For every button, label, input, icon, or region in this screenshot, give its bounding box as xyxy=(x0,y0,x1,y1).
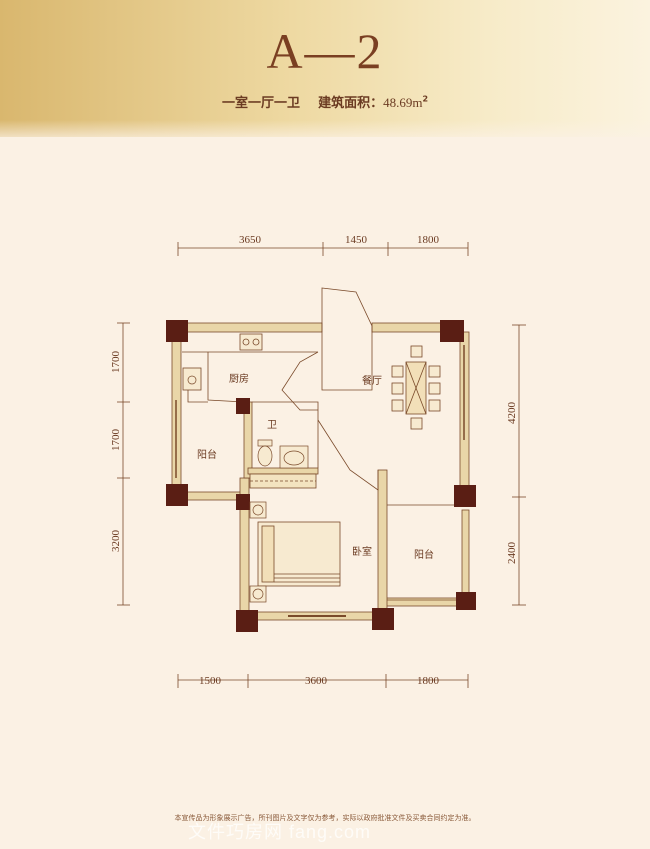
sink-icon xyxy=(182,367,202,391)
layout-label: 一室一厅一卫 xyxy=(221,96,300,111)
room-bathroom: 卫 xyxy=(267,420,277,431)
room-bedroom: 卧室 xyxy=(352,545,372,558)
stove-icon xyxy=(239,333,263,351)
dim-left-1: 1700 xyxy=(110,351,122,374)
room-balcony-right: 阳台 xyxy=(414,548,434,561)
dim-left-3: 3200 xyxy=(110,530,122,553)
basin-icon xyxy=(279,445,309,469)
columns xyxy=(166,320,476,632)
area-value: 48.69m xyxy=(383,95,423,110)
wardrobe xyxy=(249,473,317,489)
dim-bottom-3: 1800 xyxy=(417,675,440,687)
dim-left-2: 1700 xyxy=(110,429,122,452)
header-banner xyxy=(0,0,650,137)
dining-table-icon xyxy=(391,345,441,430)
unit-title: A—2 xyxy=(266,23,384,79)
area-unit: 2 xyxy=(422,94,429,104)
unit-subtitle: 一室一厅一卫 建筑面积：48.69m2 xyxy=(0,92,650,111)
entry-area xyxy=(321,287,373,391)
watermark: 文件巧房网 fang.com xyxy=(188,822,372,842)
dim-right-2: 2400 xyxy=(506,542,518,565)
bed-icon xyxy=(257,521,341,587)
toilet-icon xyxy=(257,439,273,467)
dim-right-1: 4200 xyxy=(506,402,518,425)
partitions xyxy=(175,345,465,617)
dimension-lines xyxy=(117,242,526,688)
dim-top-3: 1800 xyxy=(417,234,440,246)
room-kitchen: 厨房 xyxy=(229,372,249,385)
header-fade xyxy=(0,120,650,144)
dim-top-2: 1450 xyxy=(345,234,368,246)
footer-disclaimer: 本宣传品为形象展示广告，所刊图片及文字仅为参考，实际以政府批准文件及买卖合同约定… xyxy=(174,814,476,822)
nightstand-icon xyxy=(249,501,267,603)
dim-bottom-1: 1500 xyxy=(199,675,222,687)
area-label: 建筑面积： xyxy=(318,96,384,111)
dim-bottom-2: 3600 xyxy=(305,675,328,687)
room-balcony-left: 阳台 xyxy=(197,448,217,461)
dim-top-1: 3650 xyxy=(239,234,262,246)
room-dining: 餐厅 xyxy=(362,374,382,387)
